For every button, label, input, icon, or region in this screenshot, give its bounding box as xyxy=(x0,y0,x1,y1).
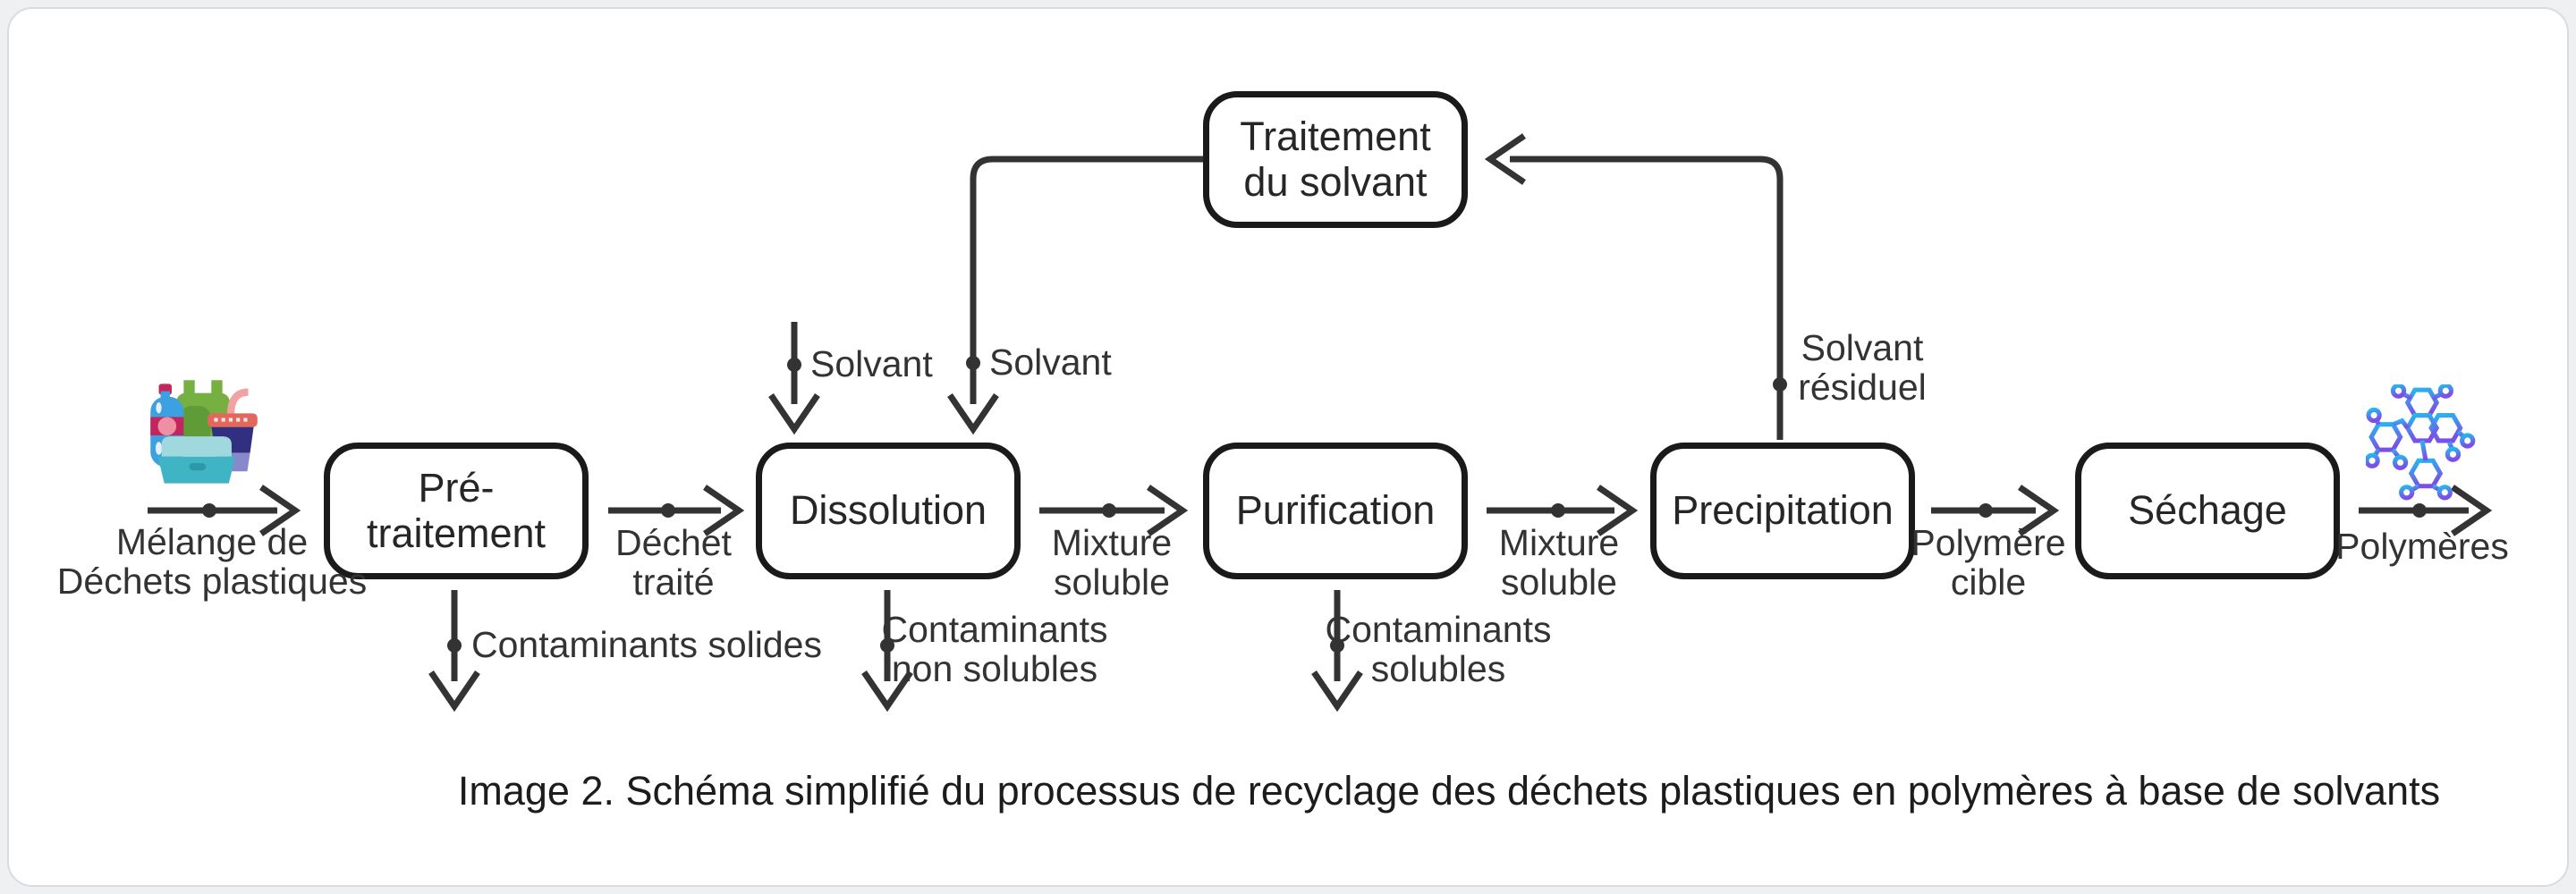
edge-label-polymeres: Polymères xyxy=(2335,526,2509,568)
node-label: Pré-traitement xyxy=(366,465,547,556)
edge-label-solvant-frais: Solvant xyxy=(810,343,933,385)
edge-label-solvant-residuel: Solvant résiduel xyxy=(1798,327,1927,408)
edge-label-contaminants-solides: Contaminants solides xyxy=(471,624,822,666)
node-purification: Purification xyxy=(1203,443,1468,579)
plastic-waste-icon xyxy=(150,380,258,484)
figure-caption: Image 2. Schéma simplifié du processus d… xyxy=(457,768,2441,814)
node-label: Dissolution xyxy=(789,487,987,534)
edge-dot xyxy=(966,356,980,370)
arrowhead-contaminants-non-solubles xyxy=(861,670,913,713)
node-sechage: Séchage xyxy=(2075,443,2340,579)
arrowhead-precipitation xyxy=(1597,485,1639,536)
edge-dot xyxy=(202,503,216,518)
edge-dot xyxy=(787,358,801,372)
cup-lid-dashes xyxy=(214,417,248,422)
edge-dot xyxy=(1773,377,1787,392)
polymer-molecule-icon xyxy=(2366,384,2476,501)
node-dissolution: Dissolution xyxy=(756,443,1021,579)
edge-dot xyxy=(1551,503,1565,518)
edge-label-melange-dechets: Mélange de Déchets plastiques xyxy=(56,521,368,602)
node-pre-traitement: Pré-traitement xyxy=(324,443,589,579)
edge-label-mixture-soluble-2: Mixture soluble xyxy=(1498,522,1620,603)
edge-dot xyxy=(2412,503,2427,518)
arrowhead-purification xyxy=(1147,485,1189,536)
node-label: Traitement du solvant xyxy=(1240,114,1431,205)
arrowhead-sechage xyxy=(2018,485,2060,536)
edge-dot xyxy=(880,638,894,653)
arrowhead-solvant-frais xyxy=(768,393,820,435)
edge-solvant-residuel xyxy=(1510,156,1784,440)
edge-label-solvant-recycle: Solvant xyxy=(989,342,1112,384)
edge-dot xyxy=(1979,503,1993,518)
node-precipitation: Precipitation xyxy=(1650,443,1915,579)
edge-dot xyxy=(1330,638,1344,653)
arrowhead-output xyxy=(2451,485,2493,536)
edge-label-dechet-traite: Déchet traité xyxy=(615,522,732,603)
edge-dot xyxy=(661,503,675,518)
node-traitement-du-solvant: Traitement du solvant xyxy=(1203,91,1468,228)
food-container-shape xyxy=(157,436,236,484)
arrowhead-solvant-residuel xyxy=(1484,133,1526,185)
molecule-bonds xyxy=(2366,384,2476,501)
arrowhead-dissolution xyxy=(703,485,745,536)
edge-dot xyxy=(1102,503,1116,518)
arrowhead-contaminants-solubles xyxy=(1311,670,1363,713)
edge-label-polymere-cible: Polymère cible xyxy=(1911,522,2066,603)
edge-dot xyxy=(447,638,462,653)
edge-dots xyxy=(202,356,2427,653)
edge-label-contaminants-solubles: Contaminants solubles xyxy=(1325,609,1552,689)
arrowhead-input xyxy=(259,485,301,536)
arrowhead-solvant-recycle xyxy=(947,393,999,435)
node-label: Precipitation xyxy=(1672,487,1894,534)
edge-solvant-recycle xyxy=(970,156,1203,404)
node-label: Séchage xyxy=(2128,487,2287,534)
edge-label-mixture-soluble-1: Mixture soluble xyxy=(1051,522,1173,603)
node-label: Purification xyxy=(1235,487,1436,534)
edge-label-contaminants-non-solubles: Contaminants non solubles xyxy=(881,609,1108,689)
arrowhead-contaminants-solides xyxy=(428,670,480,713)
